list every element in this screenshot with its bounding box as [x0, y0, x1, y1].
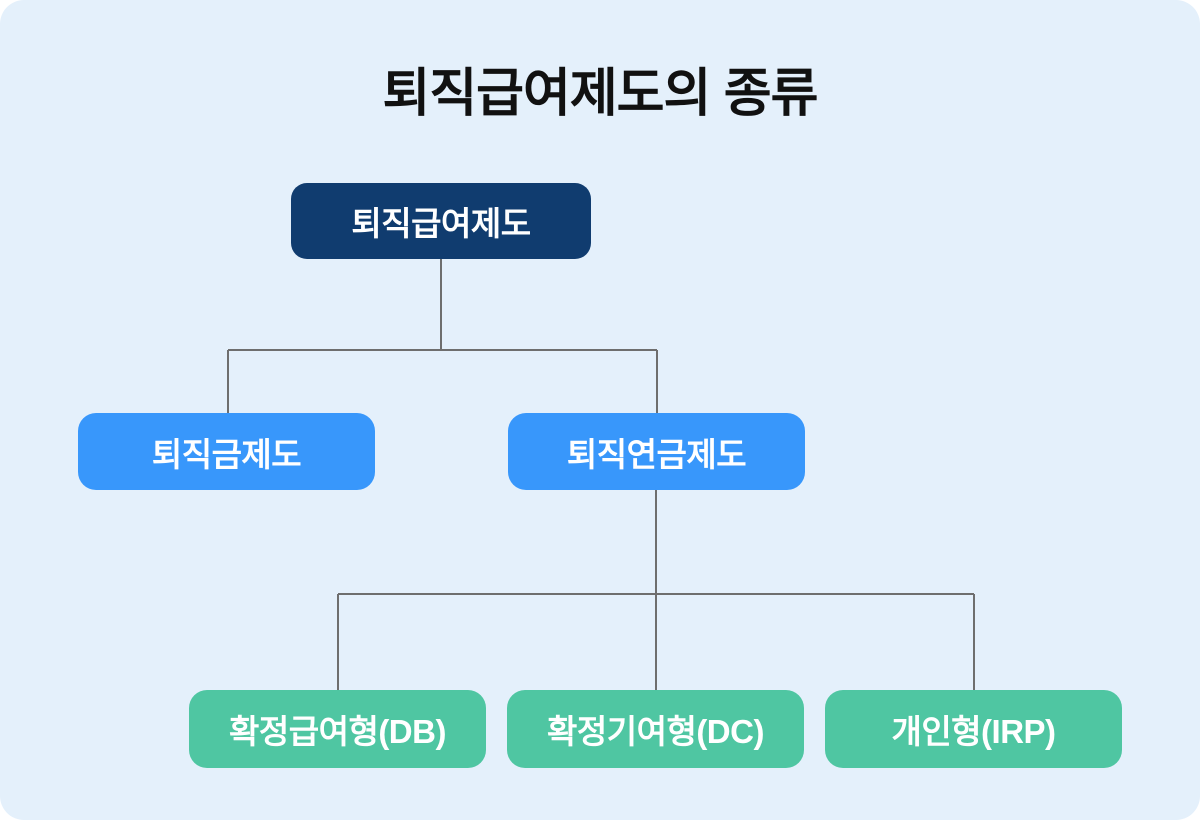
- node-individual-irp: 개인형(IRP): [825, 690, 1122, 768]
- node-severance-pay-system: 퇴직금제도: [78, 413, 375, 490]
- node-retirement-benefit-system: 퇴직급여제도: [291, 183, 591, 259]
- node-defined-benefit-db: 확정급여형(DB): [189, 690, 486, 768]
- diagram-title: 퇴직급여제도의 종류: [382, 65, 818, 123]
- node-retirement-pension-system: 퇴직연금제도: [508, 413, 805, 490]
- node-defined-contribution-dc: 확정기여형(DC): [507, 690, 804, 768]
